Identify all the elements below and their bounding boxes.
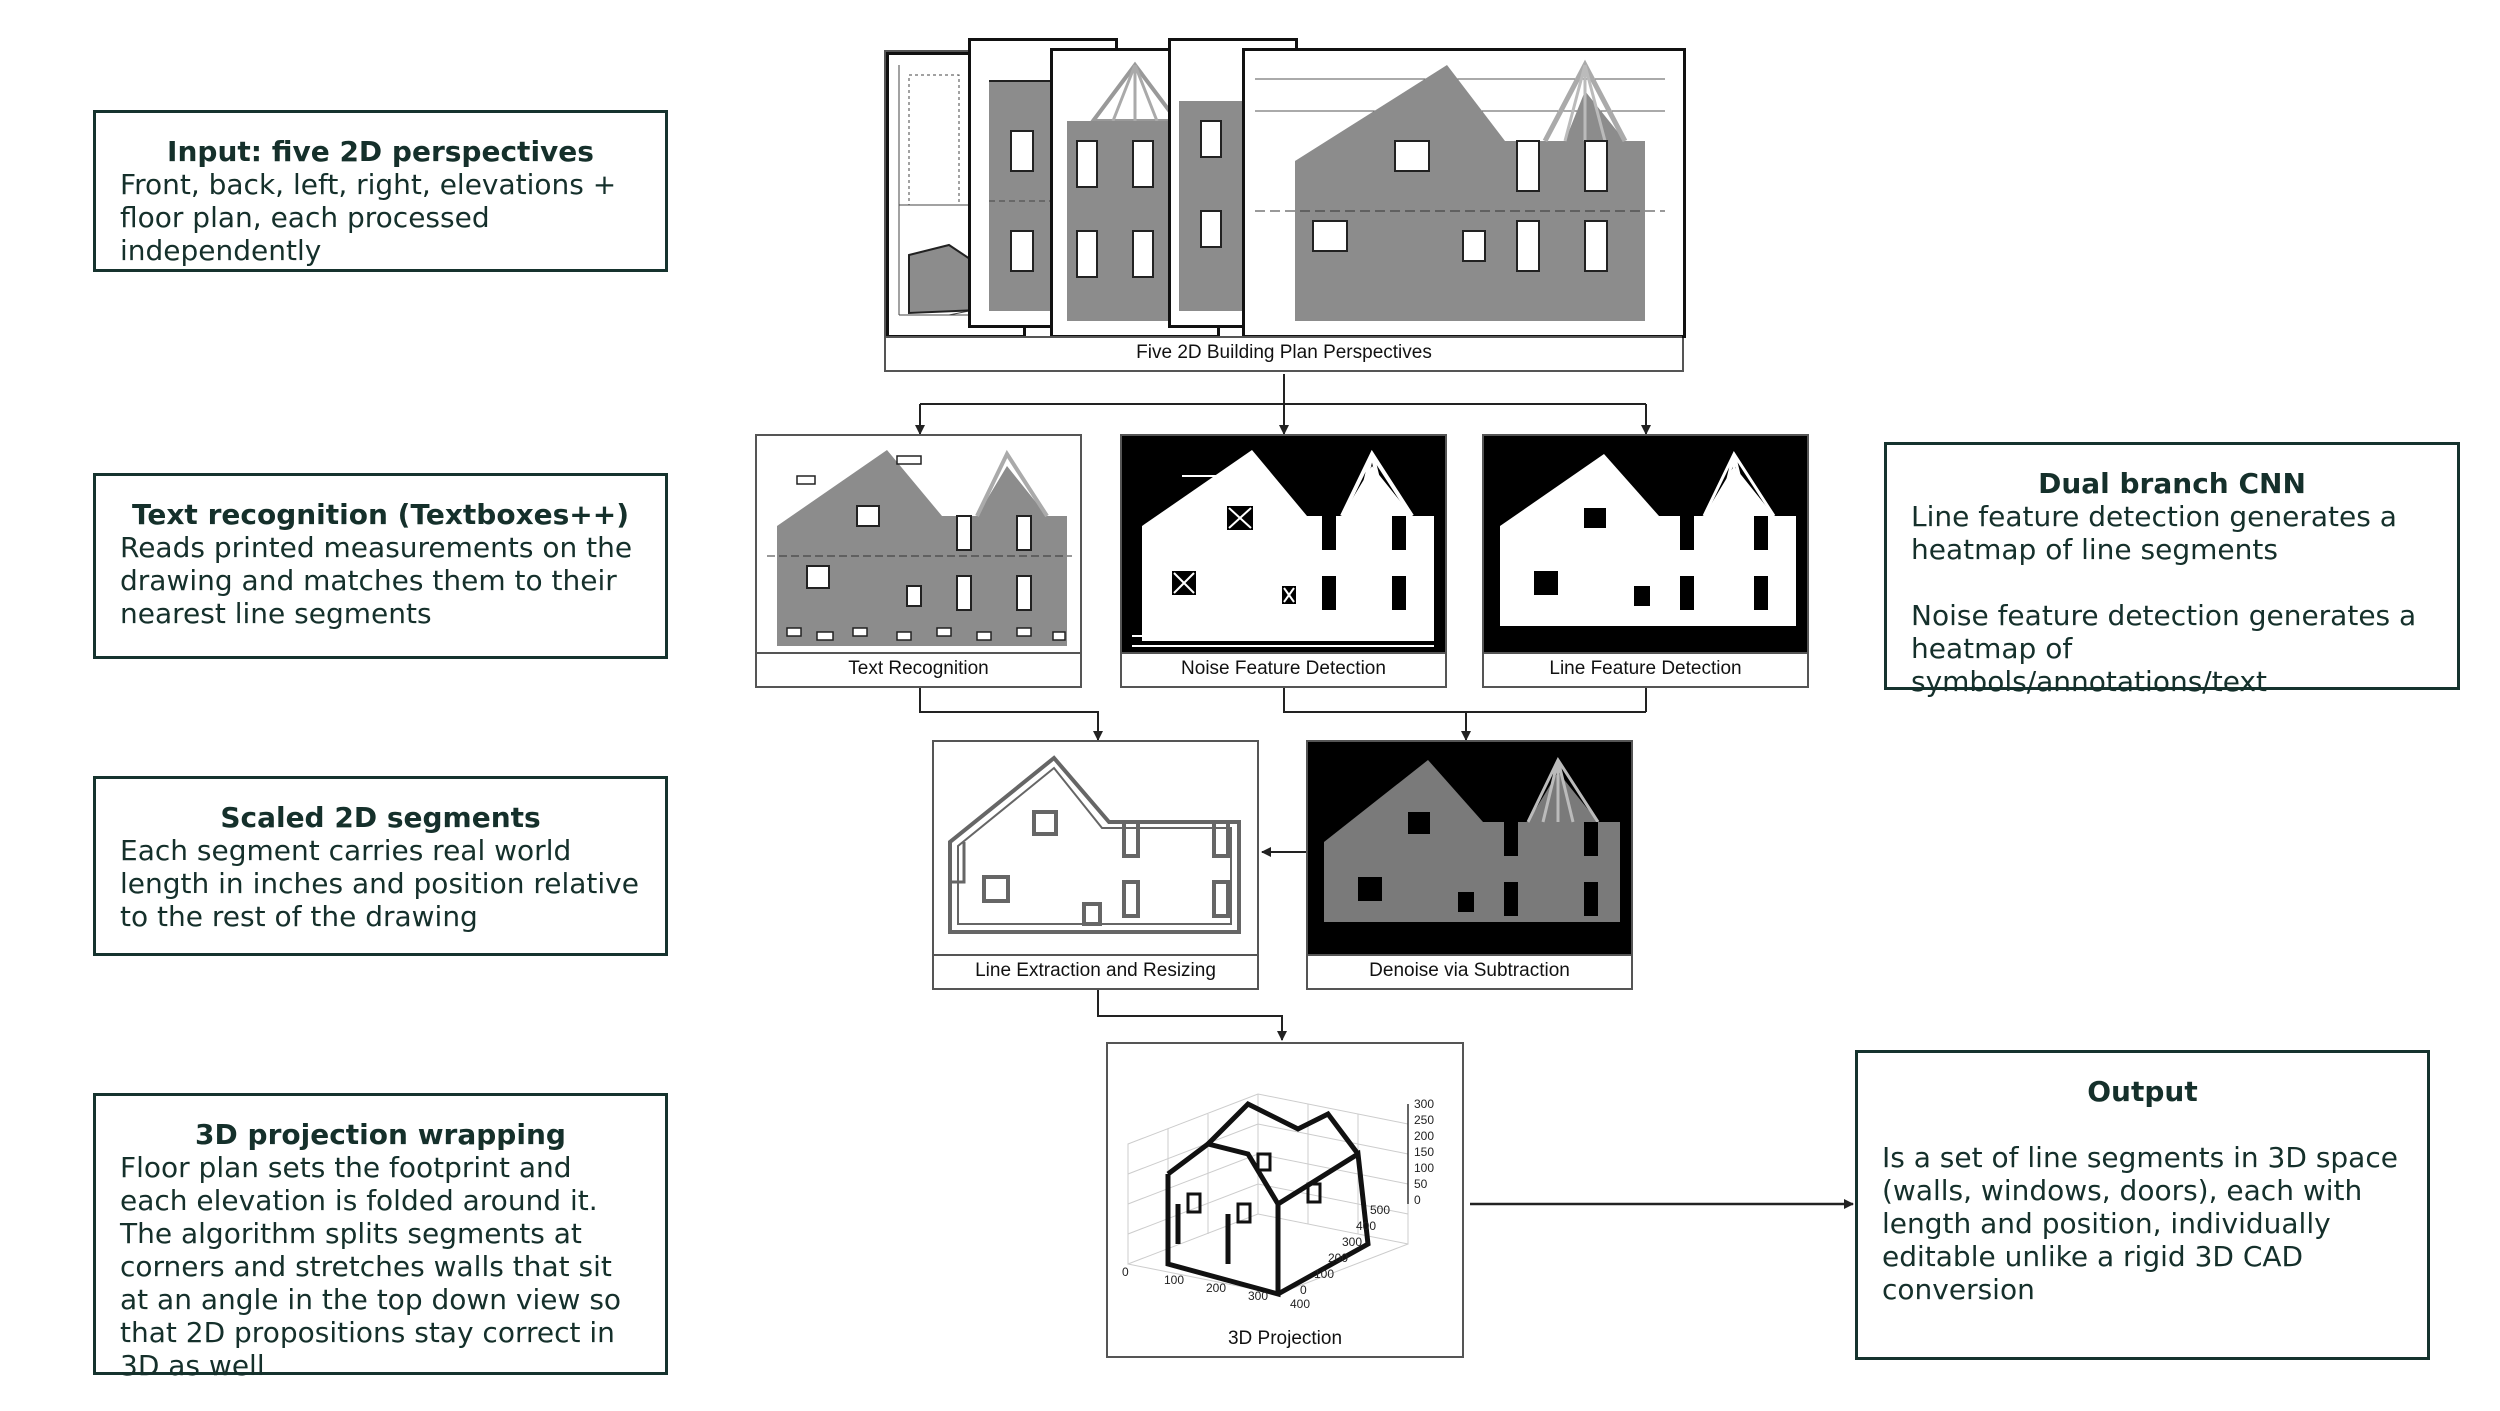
arrow-perspectives-split [920, 374, 1646, 405]
note-dual-cnn-body-line: Line feature detection generates a heatm… [1911, 500, 2397, 566]
panel-denoise-caption: Denoise via Subtraction [1308, 954, 1631, 988]
panel-text-recognition-caption: Text Recognition [757, 652, 1080, 686]
panel-perspectives-caption: Five 2D Building Plan Perspectives [886, 336, 1682, 370]
panel-line-detection: Line Feature Detection [1482, 434, 1809, 688]
z-tick-label: 250 [1414, 1113, 1434, 1127]
note-output-body: Is a set of line segments in 3D space (w… [1882, 1141, 2398, 1306]
note-input-body: Front, back, left, right, elevations + f… [120, 168, 617, 267]
panel-line-extraction-caption: Line Extraction and Resizing [934, 954, 1257, 988]
note-text-recognition-title: Text recognition (Textboxes++) [132, 498, 629, 531]
panel-line-detection-caption: Line Feature Detection [1484, 652, 1807, 686]
3d-building-wireframe [1165, 1100, 1371, 1298]
panel-3d-projection-caption: 3D Projection [1108, 1324, 1462, 1356]
panel-noise-detection: Noise Feature Detection [1120, 434, 1447, 688]
panel-noise-detection-caption: Noise Feature Detection [1122, 652, 1445, 686]
arrow-text-to-extraction [919, 688, 1103, 741]
z-tick-label: 0 [1414, 1193, 1421, 1207]
note-dual-cnn-body-noise: Noise feature detection generates a heat… [1911, 599, 2417, 698]
x-tick-label: 100 [1164, 1273, 1184, 1287]
x-tick-label: 0 [1122, 1265, 1129, 1279]
note-input: Input: five 2D perspectives Front, back,… [93, 110, 668, 272]
y-tick-label: 0 [1300, 1283, 1307, 1297]
sheet-elevation-front [1242, 48, 1686, 338]
note-scaled-segments-body: Each segment carries real world length i… [120, 834, 639, 933]
panel-text-recognition: Text Recognition [755, 434, 1082, 688]
y-tick-label: 500 [1370, 1203, 1390, 1217]
y-tick-label: 400 [1356, 1219, 1376, 1233]
x-tick-label: 300 [1248, 1289, 1268, 1303]
x-tick-label: 400 [1290, 1297, 1310, 1311]
note-dual-cnn-title: Dual branch CNN [2038, 467, 2306, 500]
z-tick-label: 50 [1414, 1177, 1428, 1191]
note-dual-cnn: Dual branch CNN Line feature detection g… [1884, 442, 2460, 698]
panel-denoise: Denoise via Subtraction [1306, 740, 1633, 990]
z-tick-label: 200 [1414, 1129, 1434, 1143]
note-output-gap [1882, 1108, 2403, 1141]
y-tick-label: 300 [1342, 1235, 1362, 1249]
note-text-recognition: Text recognition (Textboxes++) Reads pri… [93, 473, 668, 659]
y-tick-label: 200 [1328, 1251, 1348, 1265]
note-scaled-segments-title: Scaled 2D segments [220, 801, 541, 834]
note-input-title: Input: five 2D perspectives [167, 135, 594, 168]
arrow-extraction-to-projection [1097, 990, 1287, 1041]
note-output-title: Output [2087, 1075, 2198, 1108]
panel-perspectives: Five 2D Building Plan Perspectives [884, 38, 1686, 372]
note-dual-cnn-gap [1911, 566, 2433, 599]
note-scaled-segments: Scaled 2D segments Each segment carries … [93, 776, 668, 956]
note-projection: 3D projection wrapping Floor plan sets t… [93, 1093, 668, 1382]
z-tick-label: 300 [1414, 1097, 1434, 1111]
y-tick-label: 100 [1314, 1267, 1334, 1281]
panel-line-extraction: Line Extraction and Resizing [932, 740, 1259, 990]
note-projection-title: 3D projection wrapping [195, 1118, 566, 1151]
z-tick-label: 150 [1414, 1145, 1434, 1159]
note-text-recognition-body: Reads printed measurements on the drawin… [120, 531, 633, 630]
x-tick-label: 200 [1206, 1281, 1226, 1295]
arrow-noise-line-to-denoise [1283, 688, 1646, 740]
note-projection-body: Floor plan sets the footprint and each e… [120, 1151, 622, 1382]
note-output: Output Is a set of line segments in 3D s… [1855, 1050, 2430, 1360]
z-tick-label: 100 [1414, 1161, 1434, 1175]
